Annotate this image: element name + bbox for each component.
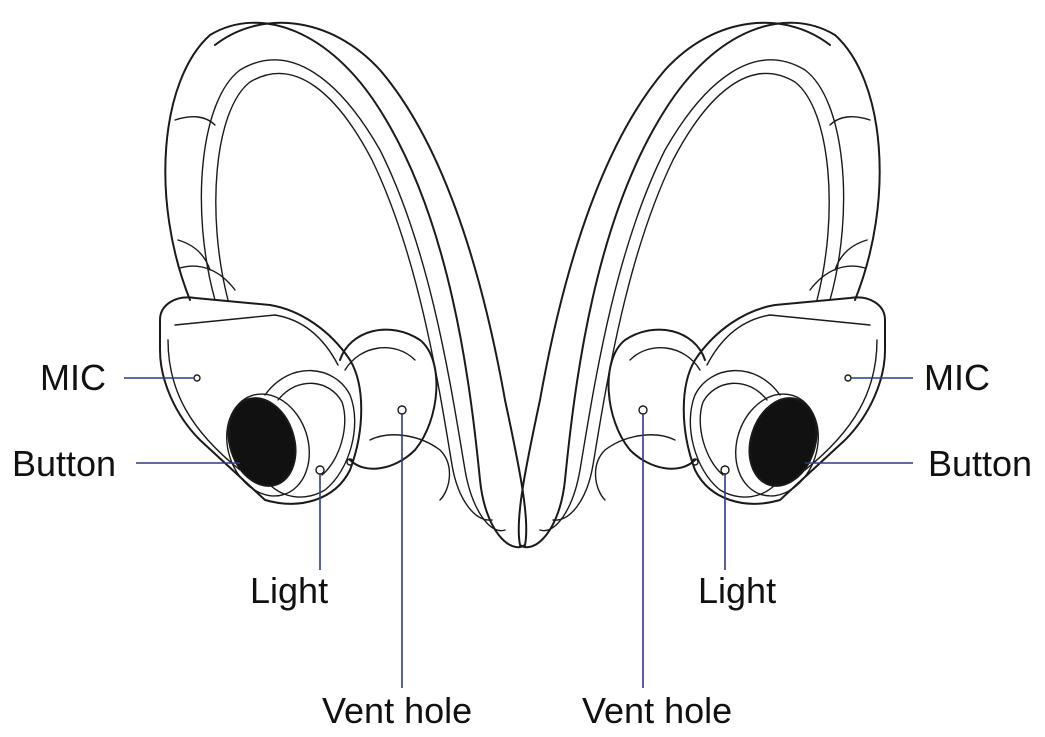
label-vent-hole-right: Vent hole <box>582 690 733 731</box>
right-button <box>735 393 819 497</box>
left-body <box>159 296 363 505</box>
label-vent-hole-left: Vent hole <box>322 690 473 731</box>
label-mic-left: MIC <box>40 357 106 398</box>
left-vent-hole <box>397 405 407 415</box>
right-ear-tip <box>594 328 706 501</box>
left-mic-hole <box>193 374 201 382</box>
right-small-dot <box>691 458 699 466</box>
left-earbud <box>159 21 528 549</box>
right-mic-hole <box>844 374 852 382</box>
right-vent-hole <box>638 405 648 415</box>
left-small-dot <box>346 458 354 466</box>
label-button-right: Button <box>928 443 1033 484</box>
right-body <box>682 296 886 505</box>
right-ear-hook <box>517 21 881 549</box>
label-mic-right: MIC <box>924 357 990 398</box>
label-button-left: Button <box>12 443 117 484</box>
label-light-left: Light <box>250 570 329 611</box>
right-light <box>720 465 730 475</box>
left-light <box>315 465 325 475</box>
left-button <box>226 393 310 497</box>
left-ear-hook <box>164 21 528 549</box>
right-earbud <box>517 21 886 549</box>
label-light-right: Light <box>698 570 777 611</box>
left-ear-tip <box>339 328 451 501</box>
